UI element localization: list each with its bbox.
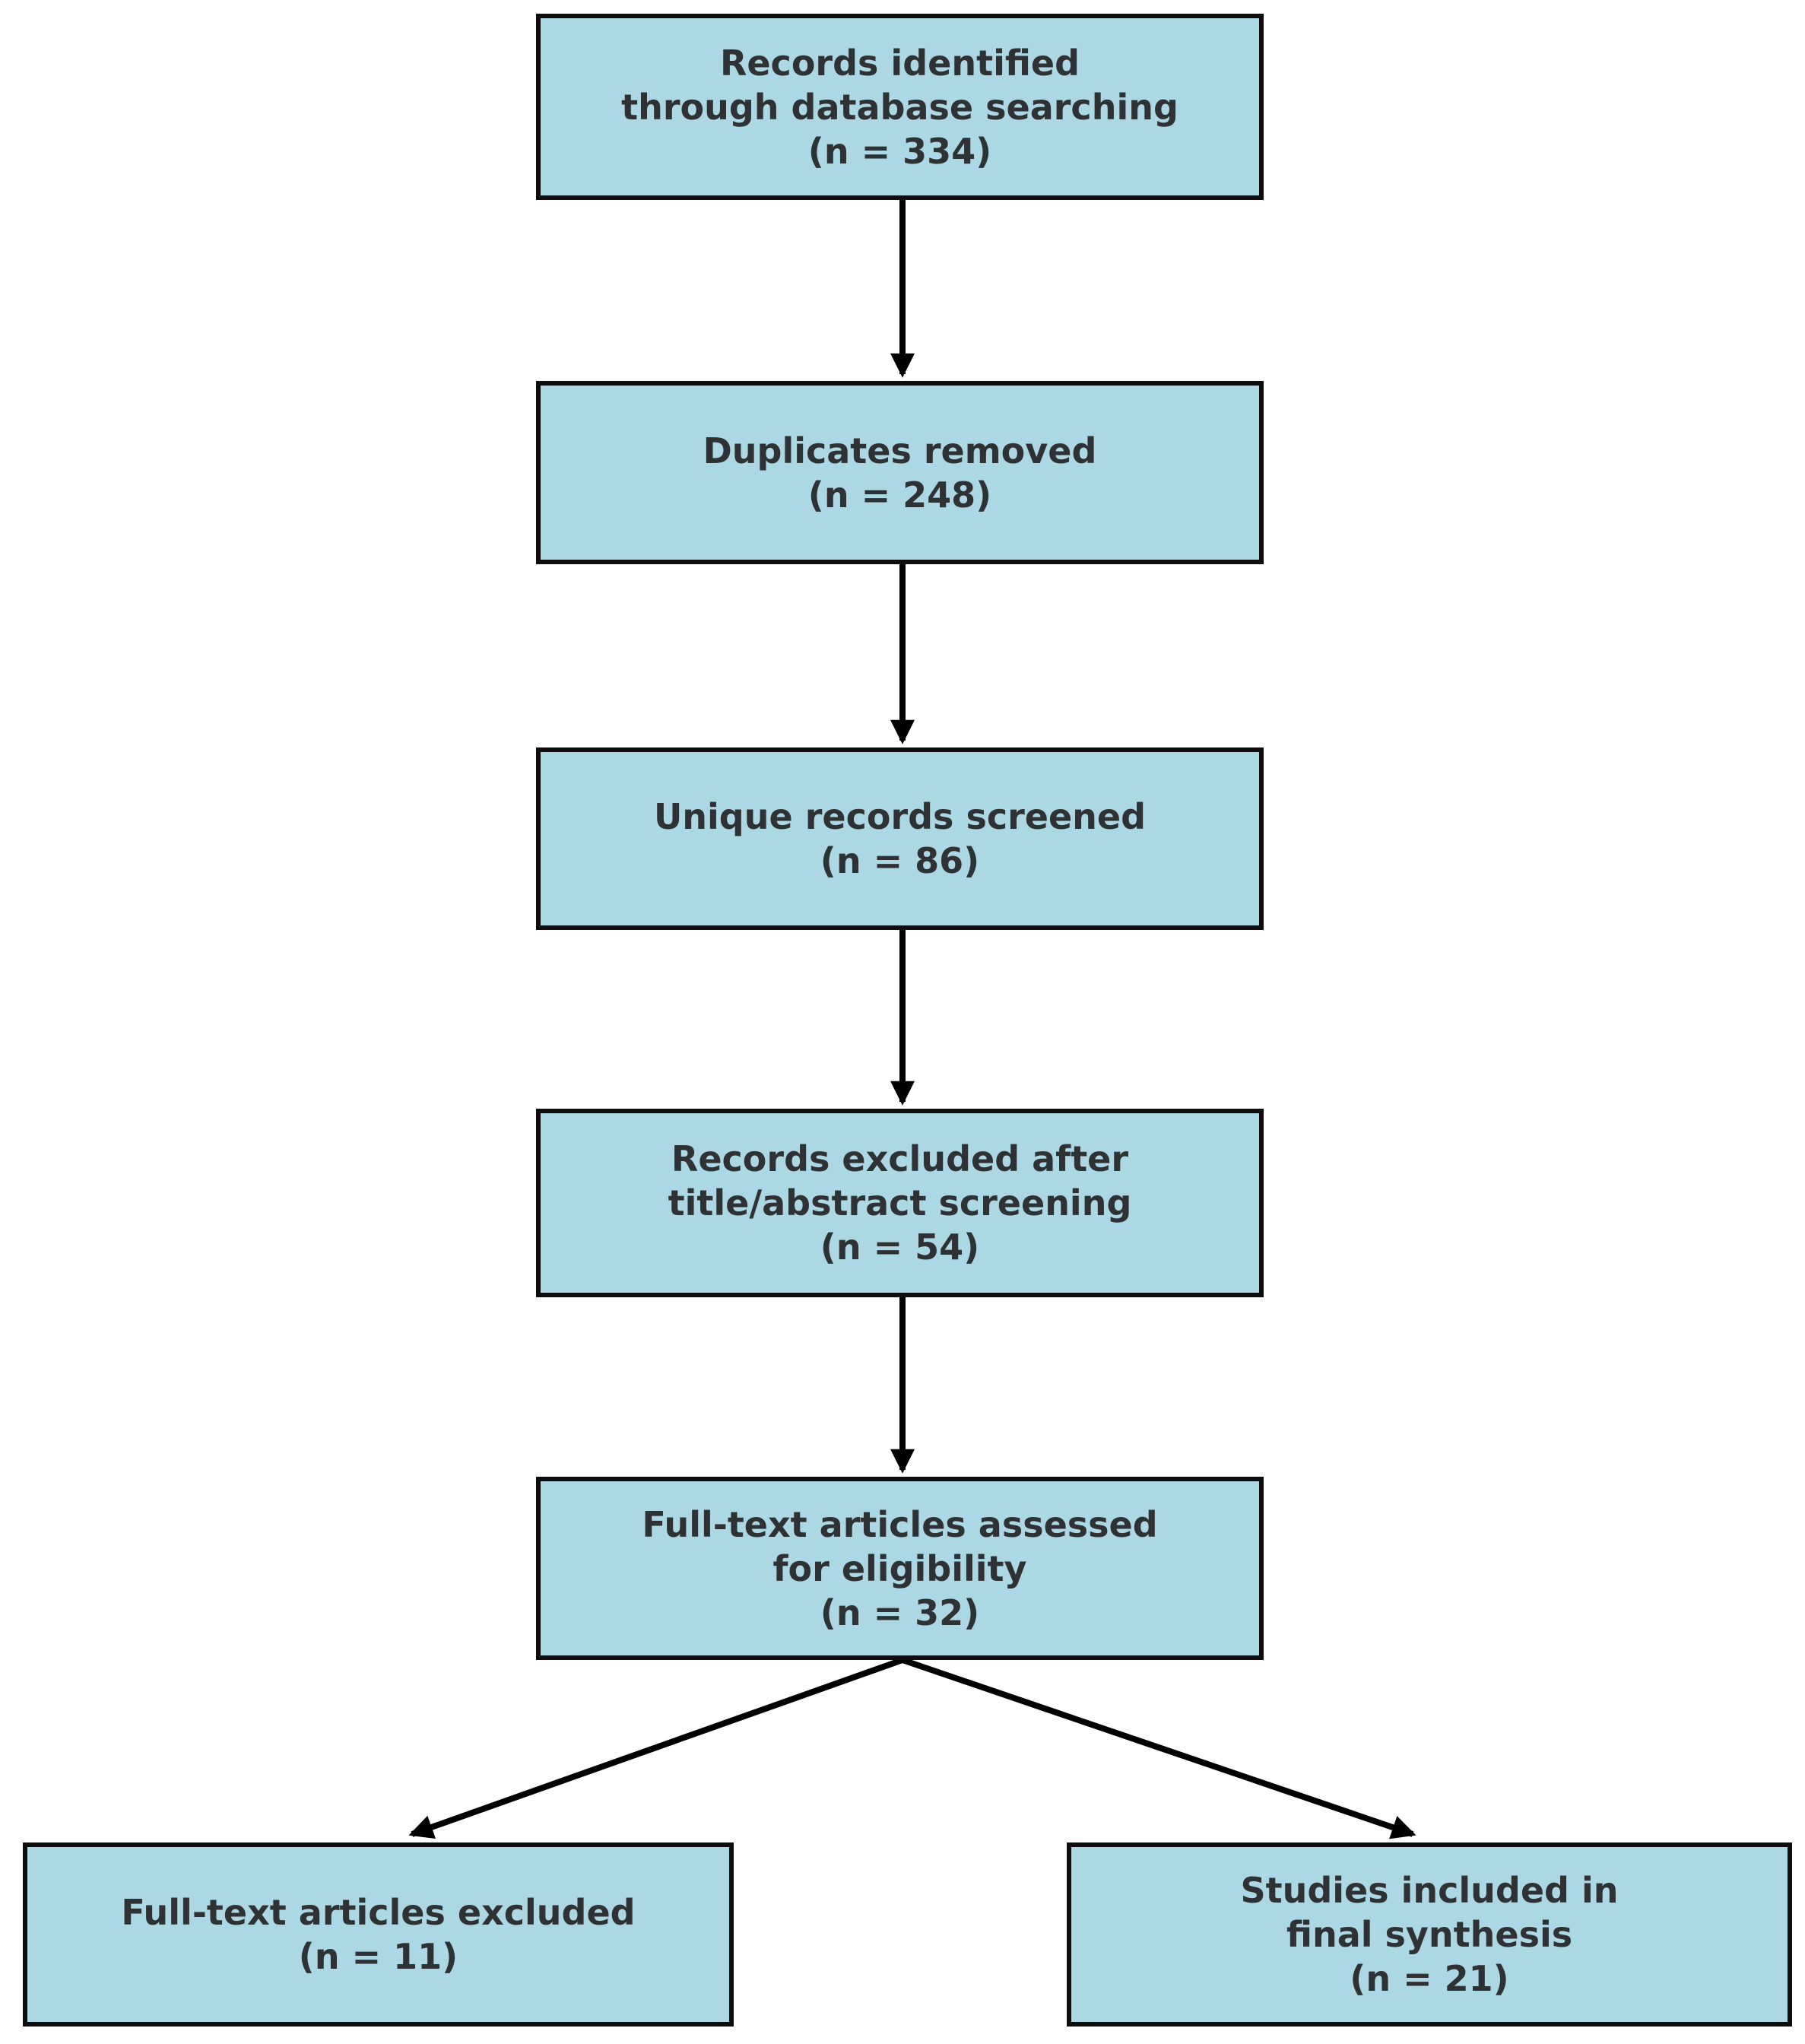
box-line: Records identified [719, 42, 1080, 84]
box-line: title/abstract screening [668, 1182, 1132, 1224]
box-records-excluded: Records excluded after title/abstract sc… [536, 1109, 1264, 1297]
box-line: Duplicates removed [703, 430, 1097, 471]
arrow-branch-left [408, 1657, 904, 1839]
box-line: (n = 11) [298, 1936, 458, 1977]
box-line: (n = 32) [820, 1592, 980, 1633]
box-line: Studies included in [1240, 1870, 1619, 1911]
box-records-identified: Records identified through database sear… [536, 14, 1264, 200]
box-full-text-excluded: Full-text articles excluded (n = 11) [23, 1842, 734, 2027]
box-full-text-assessed: Full-text articles assessed for eligibil… [536, 1477, 1264, 1660]
box-line: for eligibility [772, 1547, 1027, 1589]
box-line: (n = 54) [820, 1227, 980, 1268]
box-line: (n = 334) [807, 130, 992, 172]
box-line: Full-text articles excluded [121, 1892, 636, 1933]
box-unique-records-screened: Unique records screened (n = 86) [536, 747, 1264, 930]
box-line: (n = 86) [820, 840, 980, 881]
box-line: Records excluded after [671, 1138, 1129, 1179]
arrow-branch-right [901, 1657, 1416, 1839]
box-duplicates-removed: Duplicates removed (n = 248) [536, 381, 1264, 564]
box-studies-included: Studies included in final synthesis (n =… [1067, 1842, 1792, 2027]
box-line: (n = 21) [1350, 1958, 1509, 1999]
box-line: through database searching [621, 86, 1178, 128]
box-line: final synthesis [1286, 1914, 1573, 1955]
box-line: Unique records screened [653, 796, 1147, 837]
box-line: (n = 248) [807, 474, 992, 516]
box-line: Full-text articles assessed [642, 1503, 1158, 1545]
